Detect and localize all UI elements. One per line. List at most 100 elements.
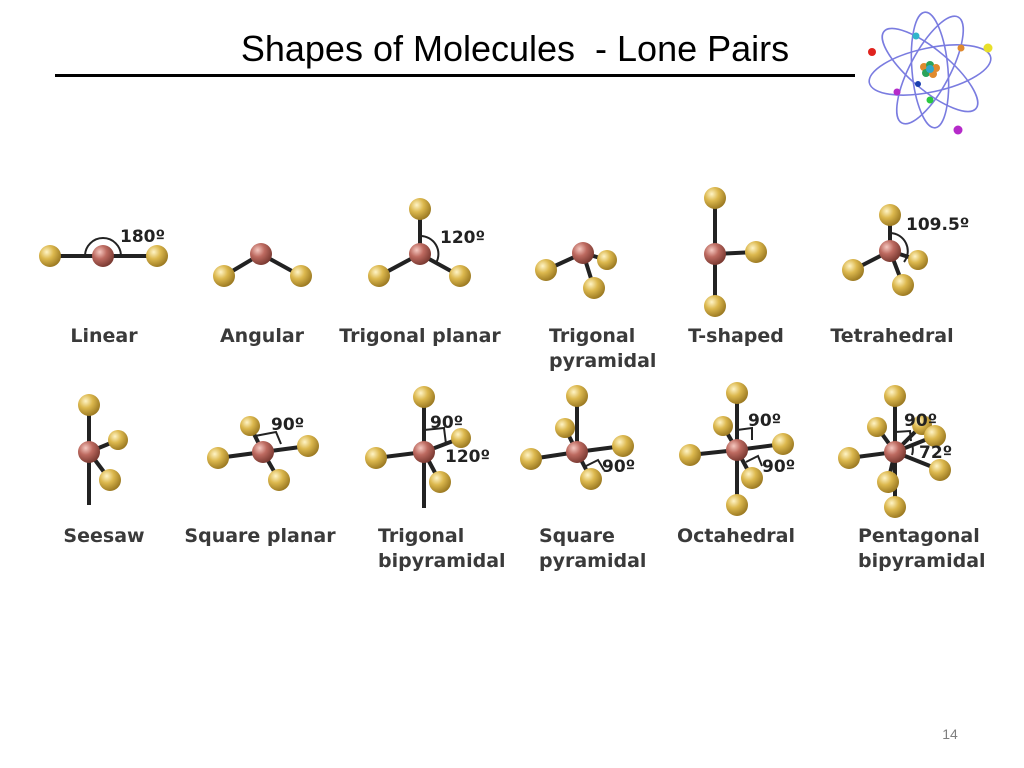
molecule-label: Square pyramidal bbox=[539, 525, 646, 572]
outer-atom bbox=[726, 494, 748, 516]
title-underline bbox=[55, 74, 855, 77]
outer-atom bbox=[612, 435, 634, 457]
outer-atom bbox=[929, 459, 951, 481]
outer-atom bbox=[290, 265, 312, 287]
central-atom bbox=[566, 441, 588, 463]
outer-atom bbox=[413, 386, 435, 408]
molecule-square-planar: 90º Square planar bbox=[184, 415, 336, 547]
angle-label: 90º bbox=[430, 413, 463, 433]
outer-atom bbox=[877, 471, 899, 493]
slide-number: 14 bbox=[942, 726, 958, 742]
outer-atom bbox=[884, 496, 906, 518]
molecule-angular: Angular bbox=[213, 243, 312, 347]
outer-atom bbox=[741, 467, 763, 489]
outer-atom bbox=[99, 469, 121, 491]
atom-icon bbox=[868, 11, 993, 135]
angle-label: 72º bbox=[919, 443, 952, 463]
outer-atom bbox=[365, 447, 387, 469]
molecule-trigonal-bipyramidal: 90º 120º Trigonal bipyramidal bbox=[365, 386, 506, 572]
outer-atom bbox=[597, 250, 617, 270]
outer-atom bbox=[429, 471, 451, 493]
outer-atom bbox=[535, 259, 557, 281]
angle-label: 90º bbox=[904, 411, 937, 431]
molecule-label: Tetrahedral bbox=[830, 325, 953, 347]
outer-atom bbox=[108, 430, 128, 450]
outer-atom bbox=[78, 394, 100, 416]
slide-title: Shapes of Molecules - Lone Pairs bbox=[240, 28, 790, 69]
outer-atom bbox=[409, 198, 431, 220]
angle-label: 120º bbox=[440, 228, 485, 248]
outer-atom bbox=[268, 469, 290, 491]
outer-atom bbox=[240, 416, 260, 436]
central-atom bbox=[92, 245, 114, 267]
electrons bbox=[868, 32, 993, 135]
central-atom bbox=[78, 441, 100, 463]
outer-atom bbox=[555, 418, 575, 438]
outer-atom bbox=[368, 265, 390, 287]
outer-atom bbox=[892, 274, 914, 296]
outer-atom bbox=[704, 295, 726, 317]
central-atom bbox=[879, 240, 901, 262]
outer-atom bbox=[566, 385, 588, 407]
central-atom bbox=[409, 243, 431, 265]
outer-atom bbox=[451, 428, 471, 448]
outer-atom bbox=[884, 385, 906, 407]
outer-atom bbox=[297, 435, 319, 457]
outer-atom bbox=[924, 425, 946, 447]
molecule-linear: 180º Linear bbox=[39, 227, 168, 347]
outer-atom bbox=[838, 447, 860, 469]
molecule-label: Seesaw bbox=[63, 525, 144, 547]
angle-label: 180º bbox=[120, 227, 165, 247]
angle-label: 90º bbox=[271, 415, 304, 435]
outer-atom bbox=[583, 277, 605, 299]
outer-atom bbox=[146, 245, 168, 267]
outer-atom bbox=[520, 448, 542, 470]
nucleus bbox=[920, 61, 940, 78]
molecule-trigonal-pyramidal: Trigonal pyramidal bbox=[535, 242, 656, 372]
molecule-t-shaped: T-shaped bbox=[688, 187, 784, 347]
outer-atom bbox=[713, 416, 733, 436]
outer-atom bbox=[207, 447, 229, 469]
angle-label: 120º bbox=[445, 447, 490, 467]
molecule-label: Angular bbox=[220, 325, 305, 347]
molecule-square-pyramidal: 90º Square pyramidal bbox=[520, 385, 646, 572]
outer-atom bbox=[726, 382, 748, 404]
molecule-pentagonal-bipyramidal: 90º 72º Pentagonal bipyramidal bbox=[838, 385, 986, 572]
central-atom bbox=[250, 243, 272, 265]
outer-atom bbox=[580, 468, 602, 490]
angle-label: 90º bbox=[602, 457, 635, 477]
central-atom bbox=[572, 242, 594, 264]
molecule-tetrahedral: 109.5º Tetrahedral bbox=[830, 204, 969, 347]
outer-atom bbox=[39, 245, 61, 267]
outer-atom bbox=[867, 417, 887, 437]
molecule-label: Trigonal planar bbox=[339, 325, 501, 347]
molecule-label: Octahedral bbox=[677, 525, 795, 547]
outer-atom bbox=[879, 204, 901, 226]
outer-atom bbox=[213, 265, 235, 287]
outer-atom bbox=[745, 241, 767, 263]
central-atom bbox=[252, 441, 274, 463]
molecule-trigonal-planar: 120º Trigonal planar bbox=[339, 198, 501, 347]
outer-atom bbox=[842, 259, 864, 281]
central-atom bbox=[704, 243, 726, 265]
outer-atom bbox=[449, 265, 471, 287]
molecule-octahedral: 90º 90º Octahedral bbox=[677, 382, 795, 547]
molecule-seesaw: Seesaw bbox=[63, 394, 145, 547]
molecule-label: Trigonal pyramidal bbox=[549, 325, 656, 372]
molecule-label: Pentagonal bipyramidal bbox=[858, 525, 986, 572]
angle-label: 90º bbox=[762, 457, 795, 477]
molecule-label: Square planar bbox=[184, 525, 336, 547]
molecule-label: Linear bbox=[70, 325, 138, 347]
outer-atom bbox=[772, 433, 794, 455]
central-atom bbox=[884, 441, 906, 463]
outer-atom bbox=[704, 187, 726, 209]
outer-atom bbox=[908, 250, 928, 270]
molecule-label: Trigonal bipyramidal bbox=[378, 525, 506, 572]
central-atom bbox=[726, 439, 748, 461]
central-atom bbox=[413, 441, 435, 463]
molecule-label: T-shaped bbox=[688, 325, 784, 347]
angle-label: 109.5º bbox=[906, 215, 969, 235]
outer-atom bbox=[679, 444, 701, 466]
angle-label: 90º bbox=[748, 411, 781, 431]
